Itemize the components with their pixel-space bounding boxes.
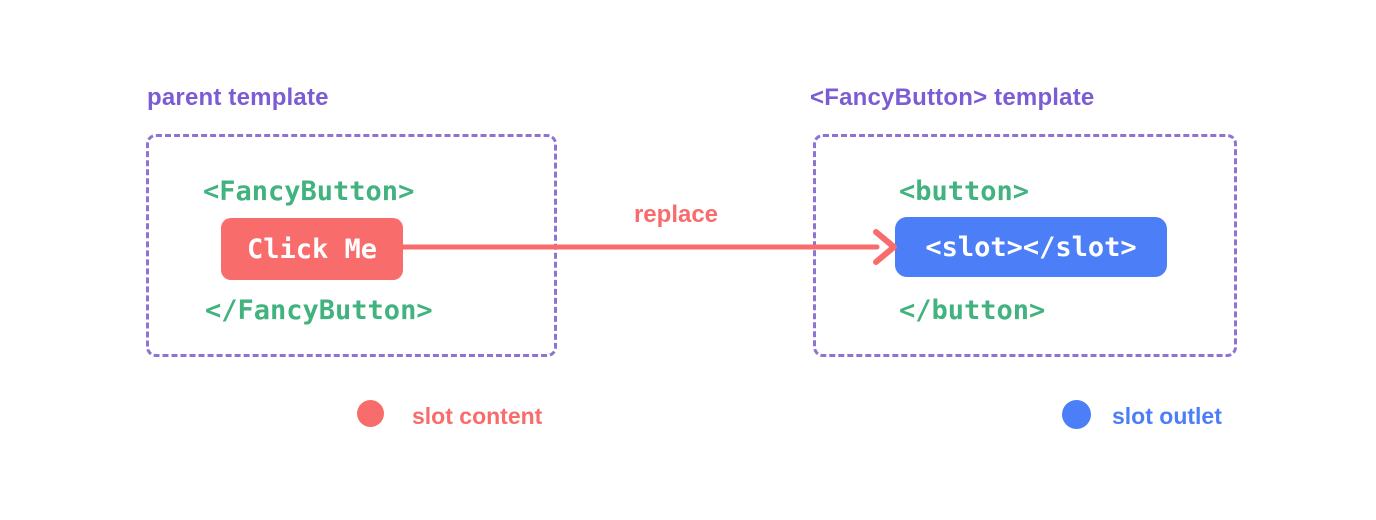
slot-content-legend-label: slot content xyxy=(412,403,543,429)
replace-arrow-head xyxy=(873,229,897,265)
replace-arrow xyxy=(400,229,897,265)
slot-outlet-code: <slot></slot> xyxy=(925,231,1137,263)
click-me-button-label: Click Me xyxy=(246,233,378,265)
fancybutton-open-tag: <FancyButton> xyxy=(203,176,415,207)
slot-outlet-legend-label: slot outlet xyxy=(1112,403,1222,429)
parent-template-title: parent template xyxy=(147,84,329,111)
fancybutton-close-tag: </FancyButton> xyxy=(205,295,433,326)
click-me-button: Click Me xyxy=(221,218,403,280)
replace-label: replace xyxy=(633,201,719,228)
button-open-tag: <button> xyxy=(899,176,1030,207)
slot-outlet-dot-icon xyxy=(1062,400,1091,429)
fancybutton-template-title: <FancyButton> template xyxy=(810,84,1095,111)
slot-outlet-box: <slot></slot> xyxy=(895,217,1167,277)
slot-content-dot-icon xyxy=(357,400,384,427)
button-close-tag: </button> xyxy=(899,295,1046,326)
